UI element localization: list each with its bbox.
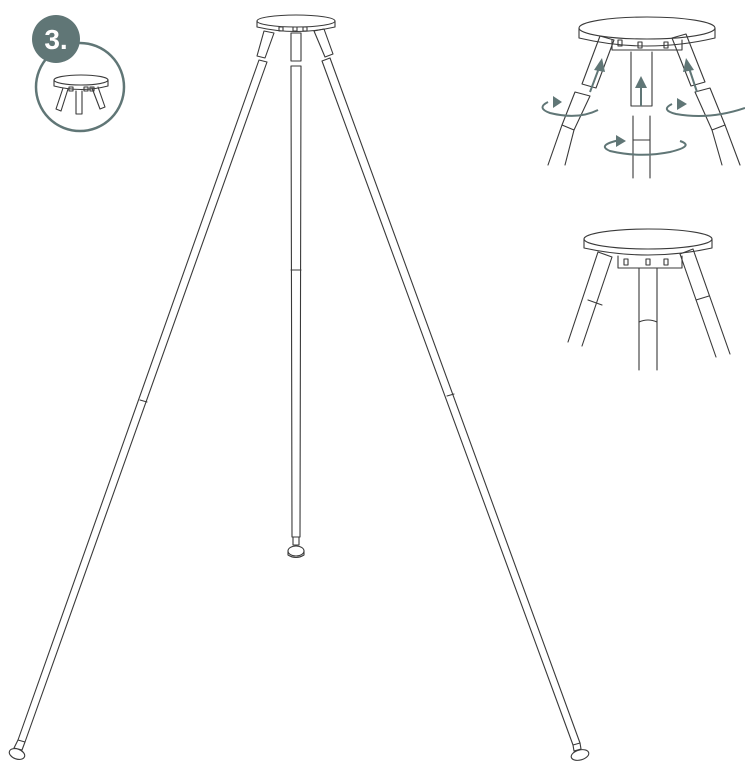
rotate-arrow-right-icon [665, 98, 745, 117]
left-leg [8, 30, 275, 760]
detail-2-center-leg [638, 267, 658, 371]
rotate-arrow-center-icon [603, 135, 687, 156]
push-up-arrow-right-icon [683, 58, 698, 93]
step-number-label: 3. [44, 24, 67, 55]
tripod-hub [256, 14, 336, 32]
thumbnail-circle [34, 41, 126, 133]
detail-twist-connect [541, 16, 745, 179]
detail-2-left-leg [567, 251, 613, 347]
right-leg [313, 28, 590, 761]
center-leg-foot [287, 536, 305, 559]
detail-2-hub [583, 228, 713, 269]
push-up-arrow-center-icon [635, 76, 647, 106]
detail-1-hub [578, 16, 716, 51]
center-leg [287, 32, 305, 559]
main-tripod [8, 14, 590, 761]
step-number-circle [32, 15, 80, 63]
thumbnail-tripod-icon [53, 74, 109, 115]
push-up-arrow-left-icon [589, 58, 605, 93]
detail-1-center-leg [630, 51, 653, 179]
detail-1-left-leg [547, 35, 615, 166]
detail-connected-result [567, 228, 731, 371]
right-leg-foot [570, 742, 590, 761]
detail-1-right-leg [671, 33, 741, 166]
step-badge: 3. [32, 15, 126, 133]
left-leg-foot [8, 739, 26, 760]
detail-2-right-leg [679, 248, 731, 358]
rotate-arrow-left-icon [541, 96, 599, 117]
